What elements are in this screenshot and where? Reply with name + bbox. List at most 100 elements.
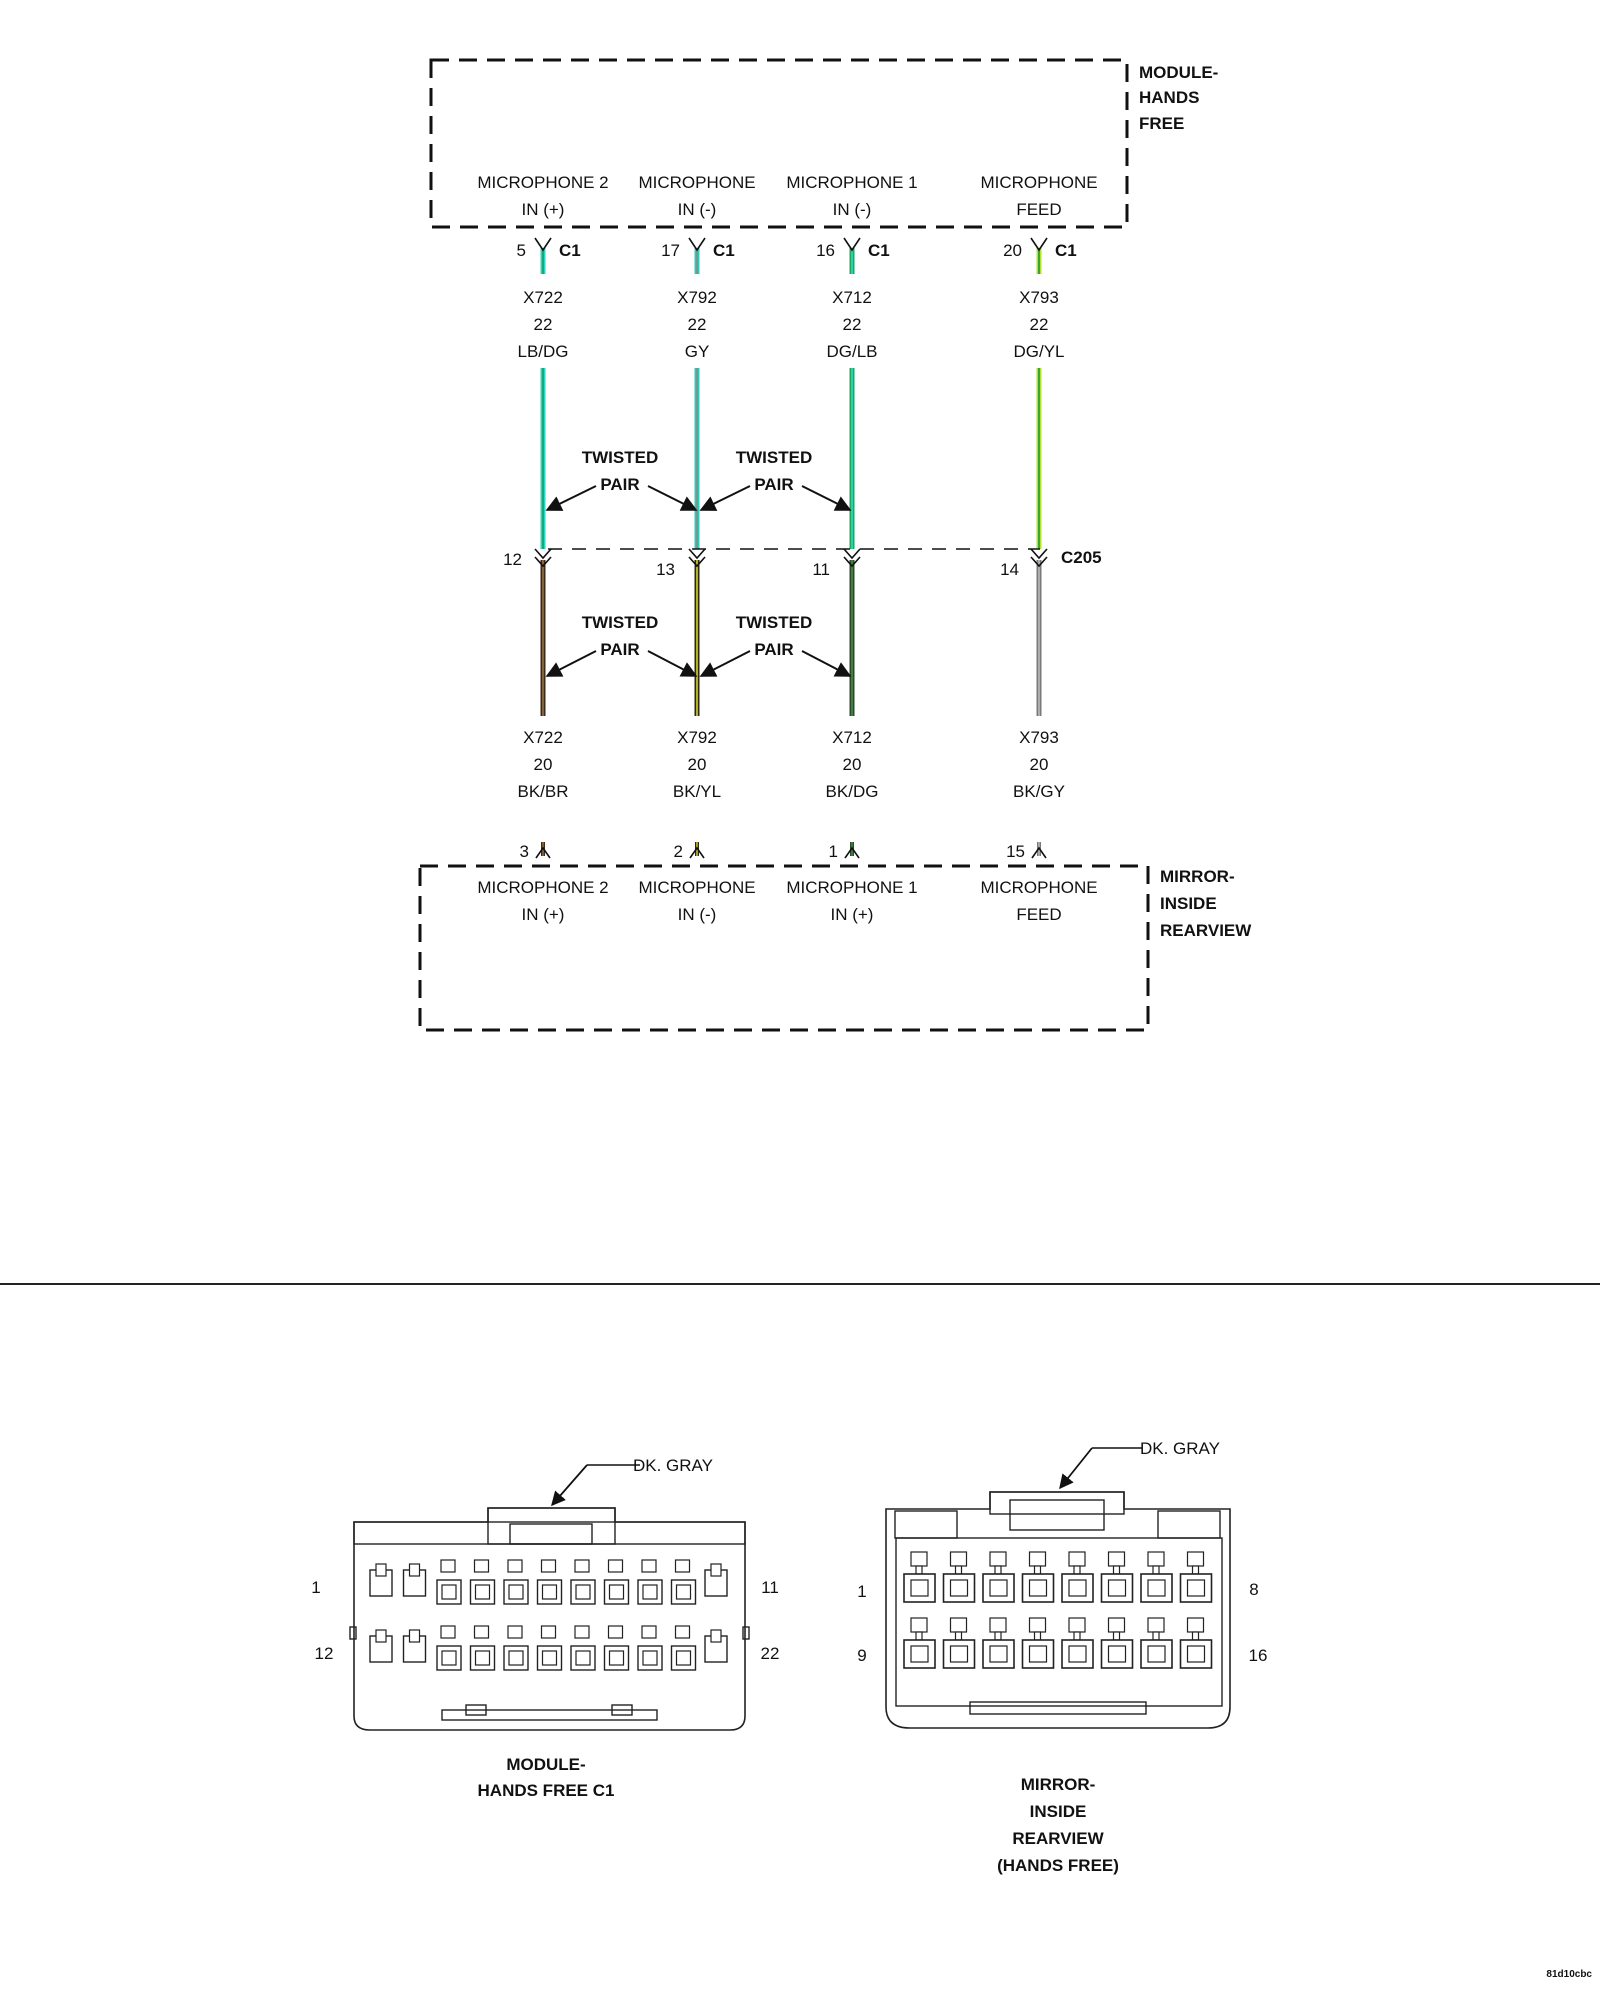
wire-color-code: DG/LB (826, 342, 877, 361)
mirror-terminal-stem (1191, 1631, 1200, 1641)
module-c1-terminal-lock (607, 1625, 624, 1639)
mirror-terminal-stem (1073, 1565, 1081, 1575)
c205-pin-symbol-upper (843, 548, 861, 560)
mirror-pin-label: IN (+) (831, 905, 874, 924)
mirror-pin-symbol (1031, 846, 1047, 859)
twisted-pair-arrow (801, 485, 852, 511)
module-c1-pin-11: 11 (761, 1578, 779, 1597)
mirror-terminal-stem (1112, 1565, 1121, 1575)
twisted-pair-label: PAIR (600, 475, 639, 494)
mirror-pin-label: MICROPHONE 2 (477, 878, 608, 897)
module-c1-title-line-2: HANDS FREE C1 (478, 1781, 615, 1800)
mirror-pin-symbol (689, 846, 705, 859)
circuit-id: X722 (523, 288, 563, 307)
module-c1-cavity (603, 1645, 630, 1671)
pin-number: 17 (661, 241, 680, 260)
circuit-id: X793 (1019, 288, 1059, 307)
connector-id: C1 (559, 241, 581, 260)
mirror-connector-view (885, 1491, 1231, 1729)
figure-id: 81d10cbc (1546, 1969, 1592, 1980)
mirror-pin-labels: MICROPHONE 2 IN (+) MICROPHONE IN (-) MI… (477, 878, 1097, 924)
module-c1-cavity-inner (441, 1650, 457, 1666)
mirror-latch-inner (1009, 1499, 1105, 1531)
module-pin-label: IN (-) (678, 200, 717, 219)
module-c1-cavity (603, 1579, 630, 1605)
module-c1-connector-view (349, 1507, 750, 1731)
mirror-terminal-lock (1068, 1551, 1086, 1567)
mirror-cavity-inner (1147, 1645, 1166, 1663)
mirror-title-line-1: MIRROR- (1021, 1775, 1096, 1794)
pin-number: 13 (656, 560, 675, 579)
twisted-pair-arrow (699, 485, 751, 511)
mirror-terminal-lock (1186, 1551, 1205, 1567)
module-c1-bottom-tab (611, 1704, 633, 1716)
twisted-pair-upper: TWISTED PAIR TWISTED PAIR (545, 448, 852, 511)
mirror-title-line-1: MIRROR- (1160, 867, 1235, 886)
module-c1-terminal-lock (440, 1559, 456, 1573)
mirror-terminal-stem (915, 1631, 923, 1641)
pin-number: 5 (517, 241, 526, 260)
module-c1-cavity (637, 1645, 663, 1671)
mirror-terminal-lock (1068, 1617, 1086, 1633)
mirror-terminal-stem (915, 1565, 923, 1575)
wire-gauge: 20 (843, 755, 862, 774)
module-c1-latch-tab (408, 1629, 421, 1643)
module-c1-callout-arrow (551, 1464, 588, 1507)
mirror-terminal-lock (1028, 1551, 1047, 1567)
module-title-line-2: HANDS (1139, 88, 1199, 107)
module-c1-terminal-lock (574, 1559, 590, 1573)
mirror-latch (989, 1491, 1125, 1515)
module-c1-terminal-lock (540, 1625, 557, 1639)
pin-number: 12 (503, 550, 522, 569)
module-pin-symbol (843, 237, 861, 252)
module-c1-terminal-lock (473, 1559, 490, 1573)
module-c1-cavity-inner (541, 1650, 558, 1666)
module-c1-terminal-lock (507, 1559, 523, 1573)
module-c1-bottom-rib (441, 1709, 658, 1721)
mirror-terminal-stem (994, 1631, 1002, 1641)
mirror-pin-label: MICROPHONE 1 (786, 878, 917, 897)
mirror-cavity-inner (1186, 1579, 1206, 1597)
wire-color-code: GY (685, 342, 710, 361)
mirror-title-line-2: INSIDE (1030, 1802, 1087, 1821)
module-c1-latch-tab (375, 1563, 387, 1577)
module-c1-housing (353, 1507, 746, 1731)
mirror-cavity-inner (910, 1579, 929, 1597)
module-c1-cavity-inner (608, 1650, 625, 1666)
module-pin-symbol (534, 237, 552, 252)
module-c1-pin-1: 1 (311, 1578, 320, 1597)
mirror-terminal-lock (1186, 1617, 1205, 1633)
module-c1-side-tab (742, 1626, 750, 1640)
module-pin-numbers: 5 C1 17 C1 16 C1 20 C1 (517, 241, 1077, 260)
module-c1-cavity-inner (575, 1584, 591, 1600)
wires (540, 248, 1042, 856)
wire-color-code: BK/YL (673, 782, 721, 801)
mirror-cavity-inner (1068, 1645, 1087, 1663)
mirror-pin-label: MICROPHONE (980, 878, 1097, 897)
mirror-cavity-inner (1186, 1645, 1206, 1663)
mirror-cavity-inner (1107, 1645, 1127, 1663)
mirror-pin-1: 1 (857, 1582, 866, 1601)
module-pin-label: MICROPHONE (980, 173, 1097, 192)
module-pin-label: FEED (1016, 200, 1061, 219)
module-c1-cavity-inner (508, 1650, 524, 1666)
mirror-housing (885, 1491, 1231, 1729)
mirror-terminal-stem (1033, 1565, 1042, 1575)
twisted-pair-label: TWISTED (582, 613, 659, 632)
module-c1-cavity-inner (642, 1650, 658, 1666)
circuit-id: X722 (523, 728, 563, 747)
wire-color-code: BK/BR (517, 782, 568, 801)
mirror-terminal-lock (910, 1551, 928, 1567)
mirror-terminal-lock (1107, 1551, 1126, 1567)
mirror-pin-numbers: 3 2 1 15 (520, 842, 1025, 861)
module-c1-cavity (637, 1579, 663, 1605)
module-c1-cavity-inner (474, 1584, 491, 1600)
mirror-bottom-rib (969, 1701, 1147, 1715)
mirror-callout-arrow (1059, 1447, 1093, 1490)
module-pin-label: MICROPHONE 1 (786, 173, 917, 192)
module-c1-terminal-lock (674, 1625, 691, 1639)
module-c1-color-callout: DK. GRAY (633, 1456, 713, 1475)
mirror-terminal-lock (989, 1551, 1007, 1567)
twisted-pair-label: PAIR (754, 475, 793, 494)
module-c1-latch-tab (408, 1563, 421, 1577)
